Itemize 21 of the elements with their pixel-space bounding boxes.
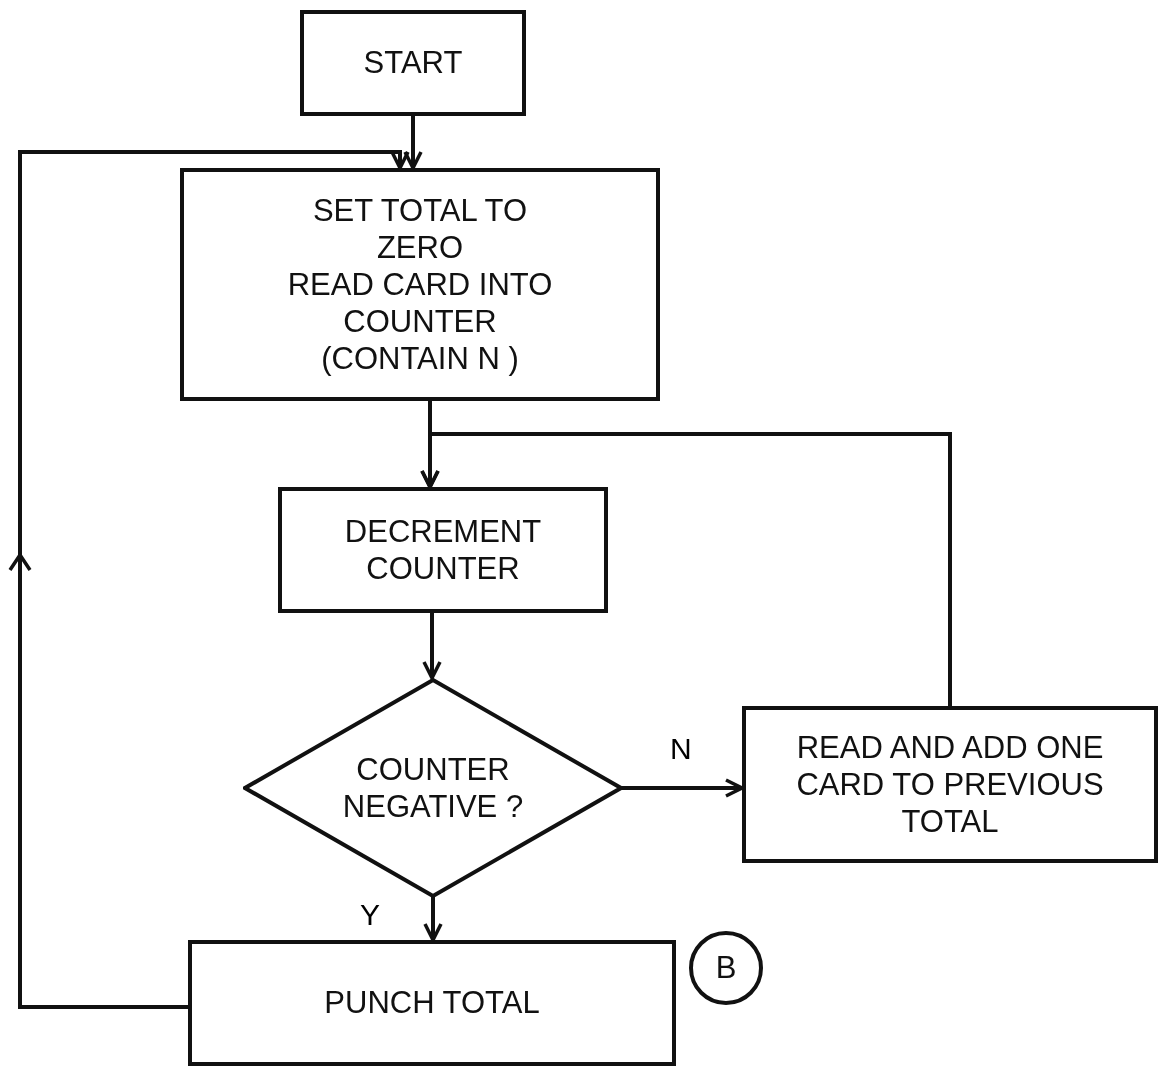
node-text: SET TOTAL TO ZERO [311, 191, 529, 266]
node-text: READ AND ADD ONE CARD TO PREVIOUS TOTAL [795, 728, 1105, 841]
arrow [8, 150, 410, 1009]
arrow [420, 432, 952, 706]
node-text: COUNTER NEGATIVE ? [341, 750, 525, 826]
process-box [742, 706, 1158, 863]
arrow [403, 116, 423, 170]
process-box [278, 487, 608, 613]
connector-circle [688, 930, 764, 1006]
node-text: PUNCH TOTAL [324, 984, 540, 1022]
arrow [622, 778, 744, 798]
node-text: READ CARD INTO COUNTER (CONTAIN N ) [286, 265, 554, 378]
node-text: START [363, 44, 463, 82]
arrow [423, 896, 443, 942]
decision-diamond [243, 678, 623, 898]
process-box [180, 168, 660, 401]
node-text: DECREMENT COUNTER [343, 512, 543, 588]
process-box [300, 10, 526, 116]
process-box [188, 940, 676, 1066]
arrow [422, 613, 442, 680]
node-text: B [715, 949, 737, 987]
